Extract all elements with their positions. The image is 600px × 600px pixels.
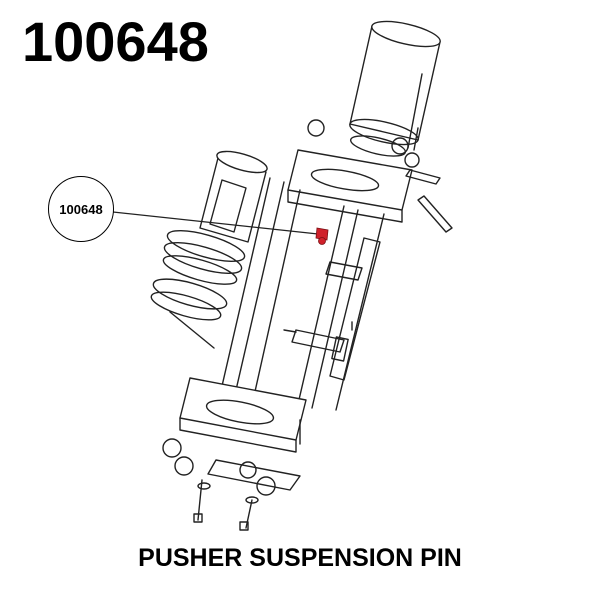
- lever-handle: [405, 127, 453, 233]
- bottom-plate: [179, 377, 307, 453]
- spring-assembly: [150, 150, 268, 321]
- callout-bubble: 100648: [48, 176, 114, 242]
- leader-line: [112, 211, 319, 235]
- guide-rails: [169, 177, 385, 411]
- part-caption: PUSHER SUSPENSION PIN: [138, 544, 462, 572]
- top-plate: [287, 119, 420, 223]
- callout-label: 100648: [59, 201, 103, 217]
- motor-cylinder: [349, 20, 441, 157]
- bottom-hardware: [162, 438, 301, 531]
- suspension-pin-highlight: [315, 227, 329, 245]
- clamp-brackets: [283, 261, 363, 362]
- part-number-title: 100648: [22, 10, 209, 73]
